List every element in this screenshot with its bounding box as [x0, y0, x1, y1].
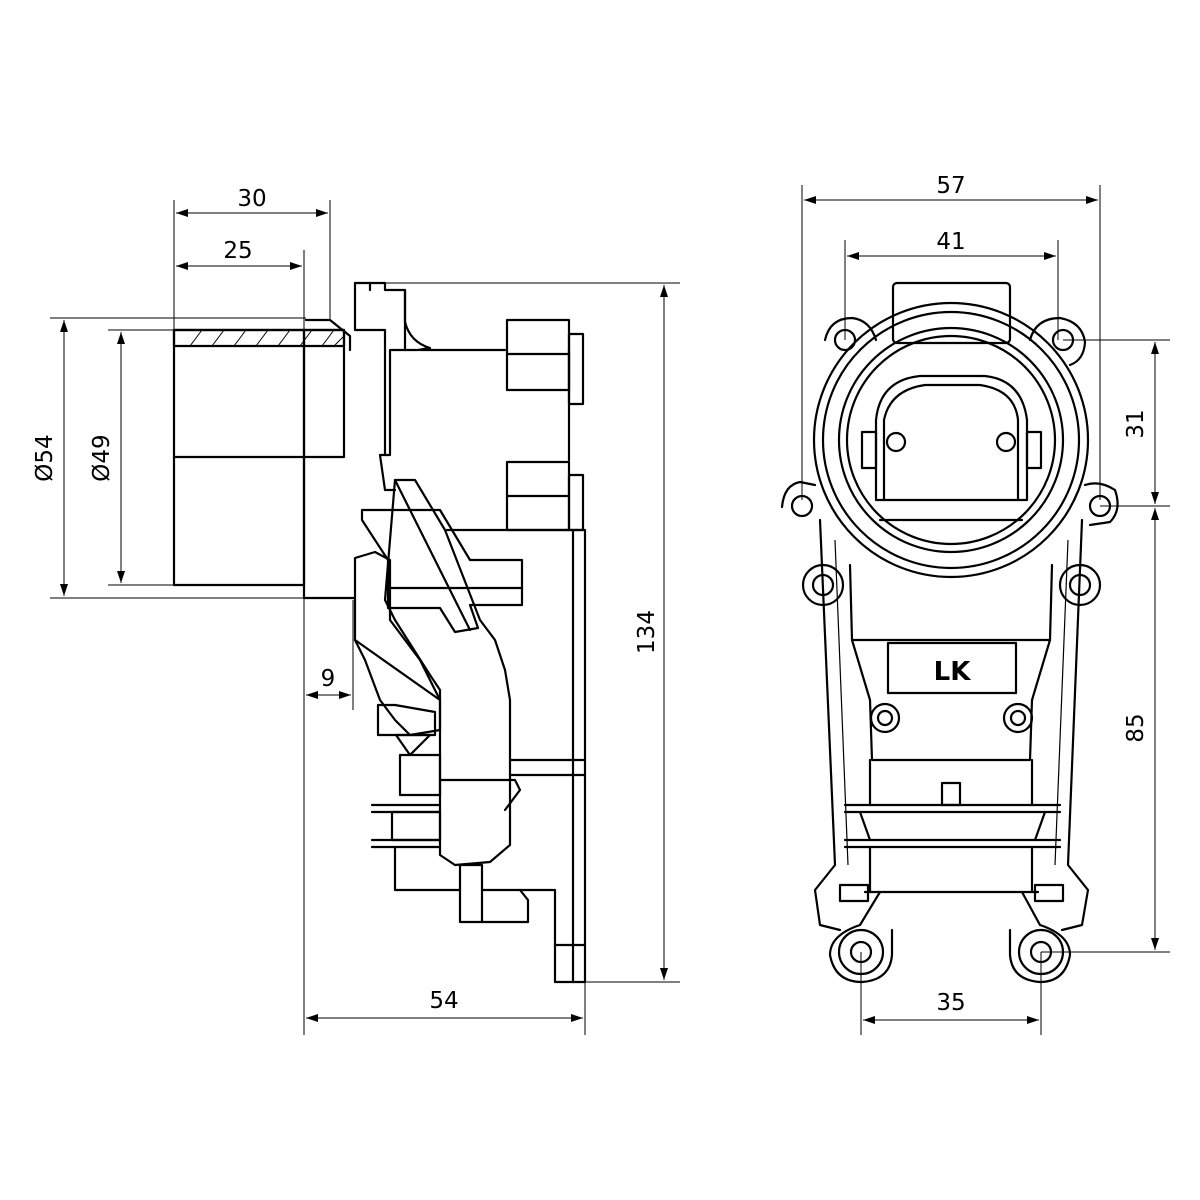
- pipe-connector: [172, 318, 357, 600]
- lever-assembly: [353, 478, 530, 924]
- dim-57: 57: [936, 173, 965, 199]
- side-dimensions: 30 25 Ø54 Ø49 9 54: [32, 186, 680, 1035]
- dim-41: 41: [936, 229, 965, 255]
- dim-54: 54: [429, 988, 458, 1014]
- side-view: 30 25 Ø54 Ø49 9 54: [32, 186, 680, 1035]
- front-dimensions: 57 41 31 85 35: [801, 173, 1170, 1035]
- valve-ring: [812, 301, 1090, 579]
- housing-body: [353, 281, 587, 984]
- front-view: LK: [780, 173, 1170, 1035]
- lower-frame: LK: [813, 518, 1090, 932]
- dim-30: 30: [237, 186, 266, 212]
- dim-134: 134: [634, 610, 660, 654]
- dim-85: 85: [1123, 713, 1149, 742]
- dim-31: 31: [1123, 409, 1149, 438]
- dim-9: 9: [321, 666, 336, 692]
- dim-35: 35: [936, 990, 965, 1016]
- dim-25: 25: [223, 238, 252, 264]
- bottom-mounting-feet: [828, 890, 1072, 984]
- cartridge-seat: [860, 374, 1043, 522]
- brand-logo: LK: [934, 657, 972, 687]
- dim-diameter-54: Ø54: [32, 434, 58, 481]
- dim-diameter-49: Ø49: [89, 434, 115, 481]
